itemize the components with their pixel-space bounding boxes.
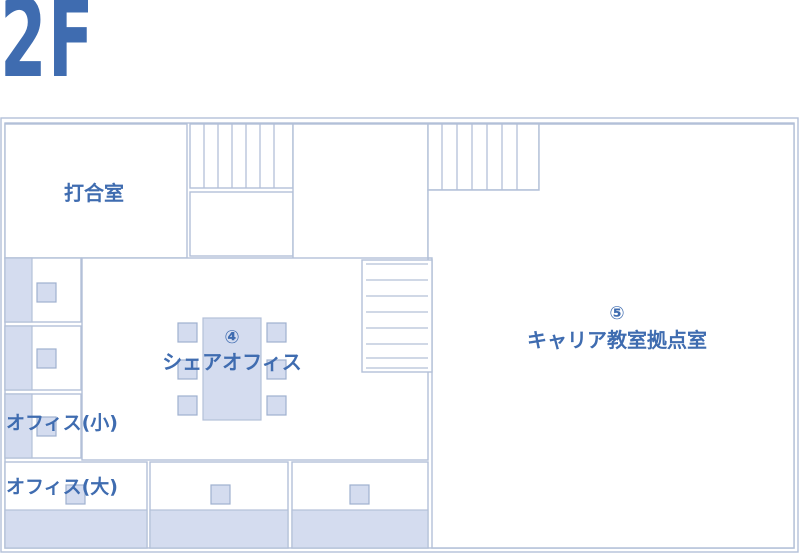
office-small-booth-3 (4, 393, 82, 459)
utility-room (189, 191, 294, 257)
office-large-label: オフィス(大) (6, 475, 118, 498)
office-large-3 (291, 461, 429, 549)
share-office-table (202, 317, 262, 421)
career-room (427, 123, 795, 549)
career-room-number: ⑤ (609, 303, 624, 324)
career-room-label: キャリア教室拠点室 (527, 328, 707, 352)
office-small-booth-1 (4, 257, 82, 323)
chair (177, 359, 198, 380)
share-office-number: ④ (224, 327, 239, 348)
floor-label: 2F (0, 0, 95, 102)
stair-top-right (427, 123, 540, 191)
chair (266, 322, 287, 343)
office-large-1 (4, 461, 148, 549)
meeting-room-label: 打合室 (64, 181, 124, 205)
chair (266, 359, 287, 380)
share-office-label: シェアオフィス (162, 350, 302, 374)
meeting-room (4, 123, 188, 259)
hall-top (292, 123, 429, 261)
office-small-booth-2 (4, 325, 82, 391)
chair (177, 322, 198, 343)
chair (177, 395, 198, 416)
office-small-label: オフィス(小) (6, 412, 118, 434)
stair-middle (361, 259, 433, 373)
chair (266, 395, 287, 416)
office-large-2 (149, 461, 289, 549)
stair-top-left (189, 123, 294, 189)
